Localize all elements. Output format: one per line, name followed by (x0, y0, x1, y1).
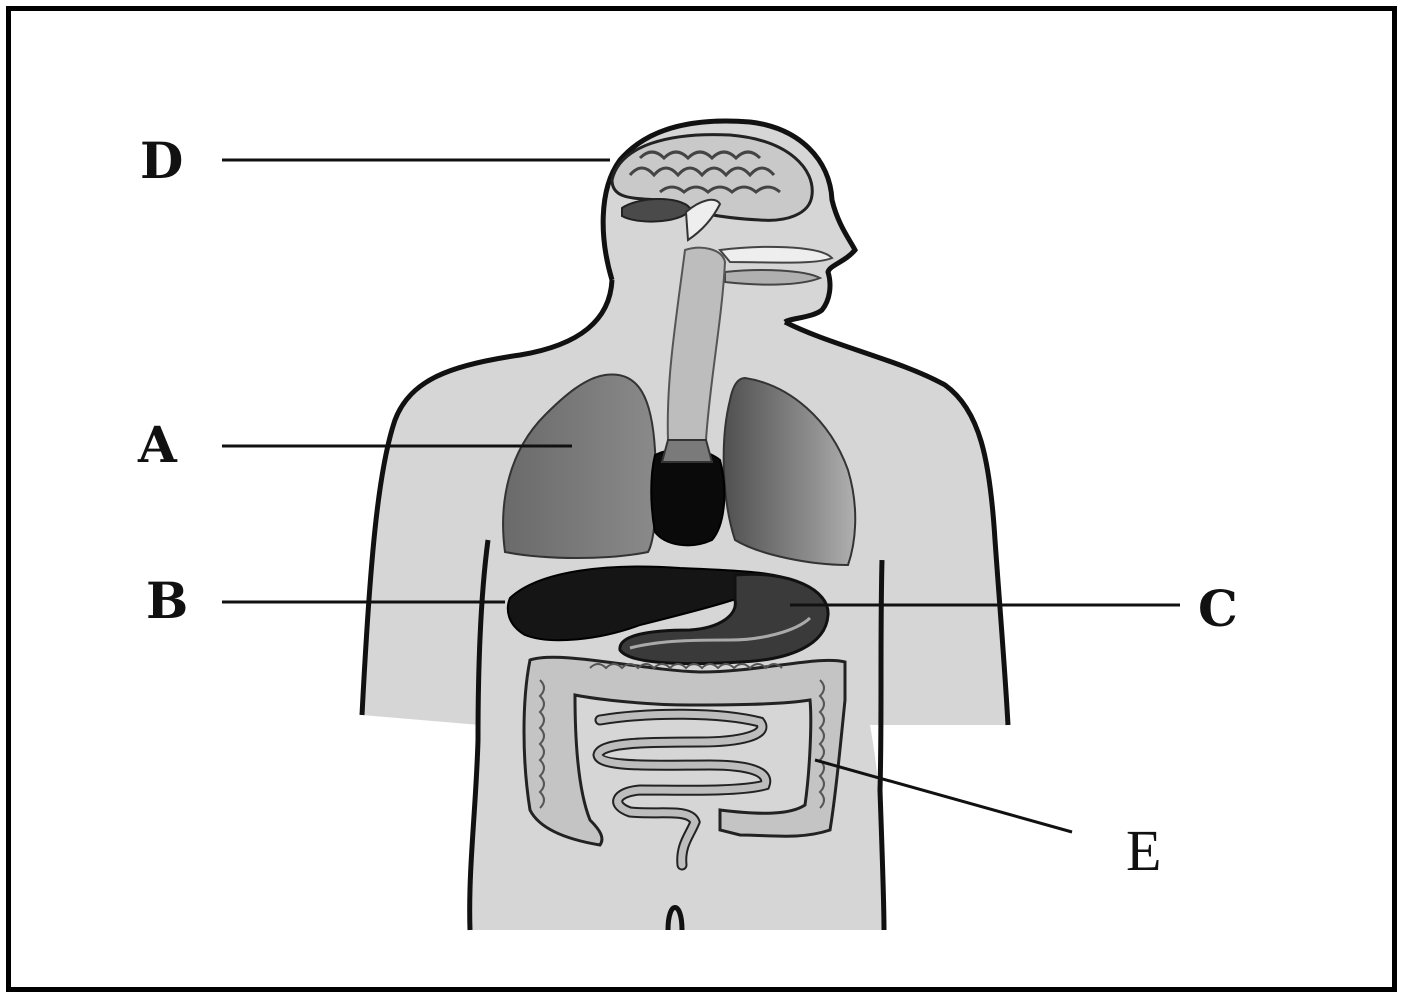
label-c: C (1198, 579, 1238, 638)
label-e: E (1126, 818, 1161, 883)
heart (651, 449, 724, 545)
right-torso-outline (880, 560, 884, 930)
label-b: B (146, 571, 188, 630)
label-d: D (140, 131, 183, 190)
label-a: A (137, 415, 178, 474)
heart-vessels (662, 440, 712, 462)
